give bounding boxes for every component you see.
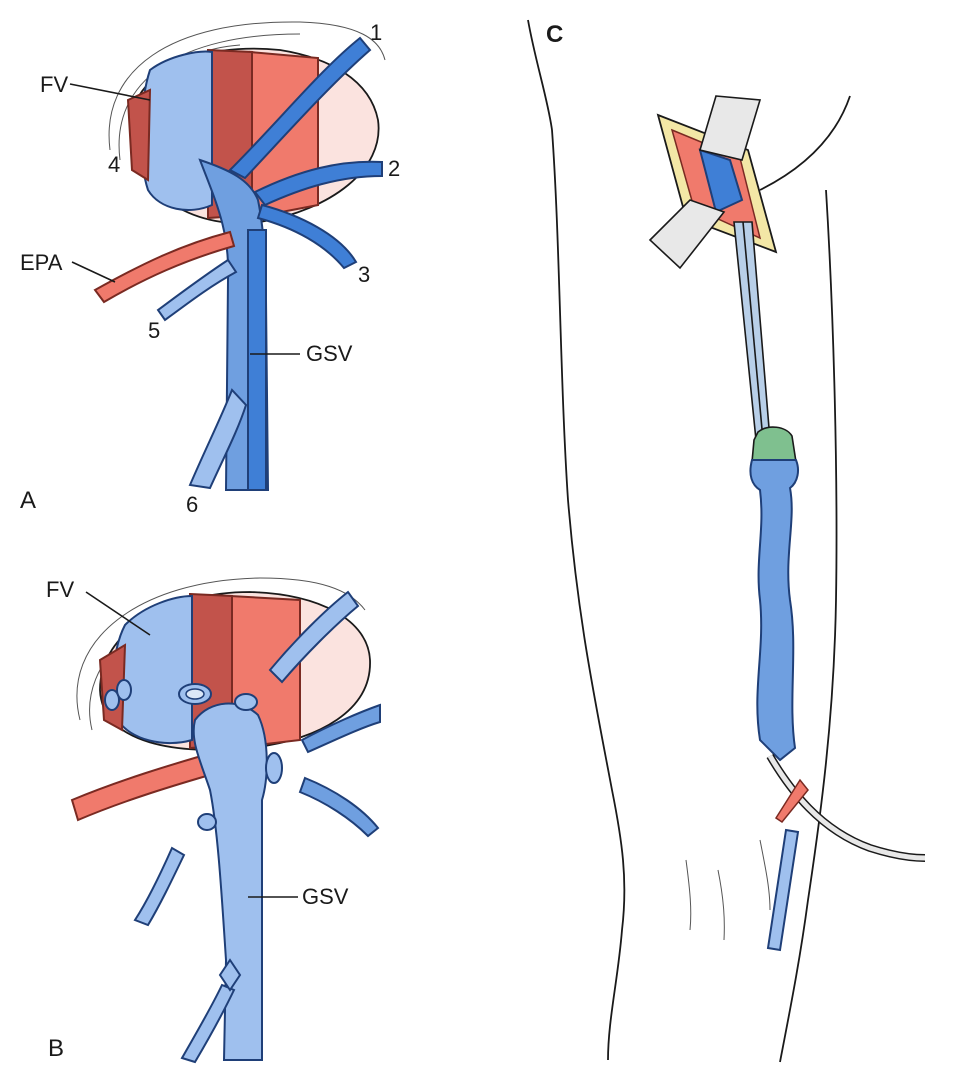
cut-branch-2 [300, 703, 381, 754]
panel-b: FV GSV B [46, 577, 381, 1064]
branch-1-label: 1 [370, 20, 382, 45]
stripper-core [742, 221, 764, 441]
epa-label: EPA [20, 250, 63, 275]
external-pudendal-artery [70, 750, 222, 822]
ligated-stump-icon [234, 693, 258, 711]
femoral-vein [140, 50, 213, 211]
knee-contour [717, 869, 725, 941]
knee-contour [759, 839, 771, 911]
fv-label-a: FV [40, 72, 68, 97]
ligated-stump-icon [185, 688, 205, 700]
leg-outline-left [527, 19, 626, 1061]
panel-b-letter: B [48, 1035, 64, 1062]
ligated-stump-icon [116, 679, 132, 701]
gsv-proximal [698, 148, 744, 214]
branch-3-label: 3 [358, 262, 370, 287]
panel-a: FV 4 EPA 1 2 3 5 GSV 6 A [20, 20, 400, 517]
distal-incision [774, 778, 809, 824]
knee-contour [685, 859, 692, 931]
distal-vein-stump [766, 828, 800, 952]
gsv-label-b: GSV [302, 884, 349, 909]
panel-a-letter: A [20, 487, 36, 514]
cut-branch-6 [180, 983, 236, 1064]
fv-leader [69, 83, 151, 101]
gsv-shading [247, 229, 267, 491]
cut-branch-6-upper [218, 958, 242, 992]
deep-vessel-left [126, 88, 152, 182]
branch-1 [228, 36, 372, 180]
stripper-head [751, 426, 797, 463]
vein-stripper-icon [733, 221, 771, 441]
stripped-vein [749, 459, 799, 762]
deep-vessel-left [98, 643, 127, 732]
epa-leader [71, 261, 116, 283]
branch-6 [188, 388, 248, 490]
branch-6-label: 6 [186, 492, 198, 517]
cut-branch-5 [133, 846, 186, 927]
ligated-stump-icon [104, 689, 120, 711]
branch-4-label: 4 [108, 152, 120, 177]
fv-label-b: FV [46, 577, 74, 602]
retractor-icon [648, 199, 726, 270]
external-pudendal-artery [93, 230, 236, 304]
leg-outline-right [759, 95, 851, 1063]
branch-5 [156, 258, 238, 322]
gsv-label-a: GSV [306, 341, 353, 366]
panel-c: C [527, 19, 926, 1063]
incision-arc [76, 577, 366, 721]
branch-2 [253, 160, 383, 207]
cut-branch-1 [268, 590, 360, 684]
ligated-stump-icon [265, 752, 283, 784]
ligated-stump-icon [197, 813, 217, 831]
branch-5-label: 5 [148, 318, 160, 343]
retractor-icon [698, 95, 762, 161]
incision-arc [108, 21, 386, 151]
fv-leader-b [85, 591, 151, 636]
branch-2-label: 2 [388, 156, 400, 181]
stripper-wire-fill [767, 754, 926, 861]
branch-3 [256, 203, 358, 270]
panel-c-letter: C [546, 21, 563, 48]
great-saphenous-vein [192, 702, 268, 1061]
cut-branch-3 [298, 776, 380, 838]
